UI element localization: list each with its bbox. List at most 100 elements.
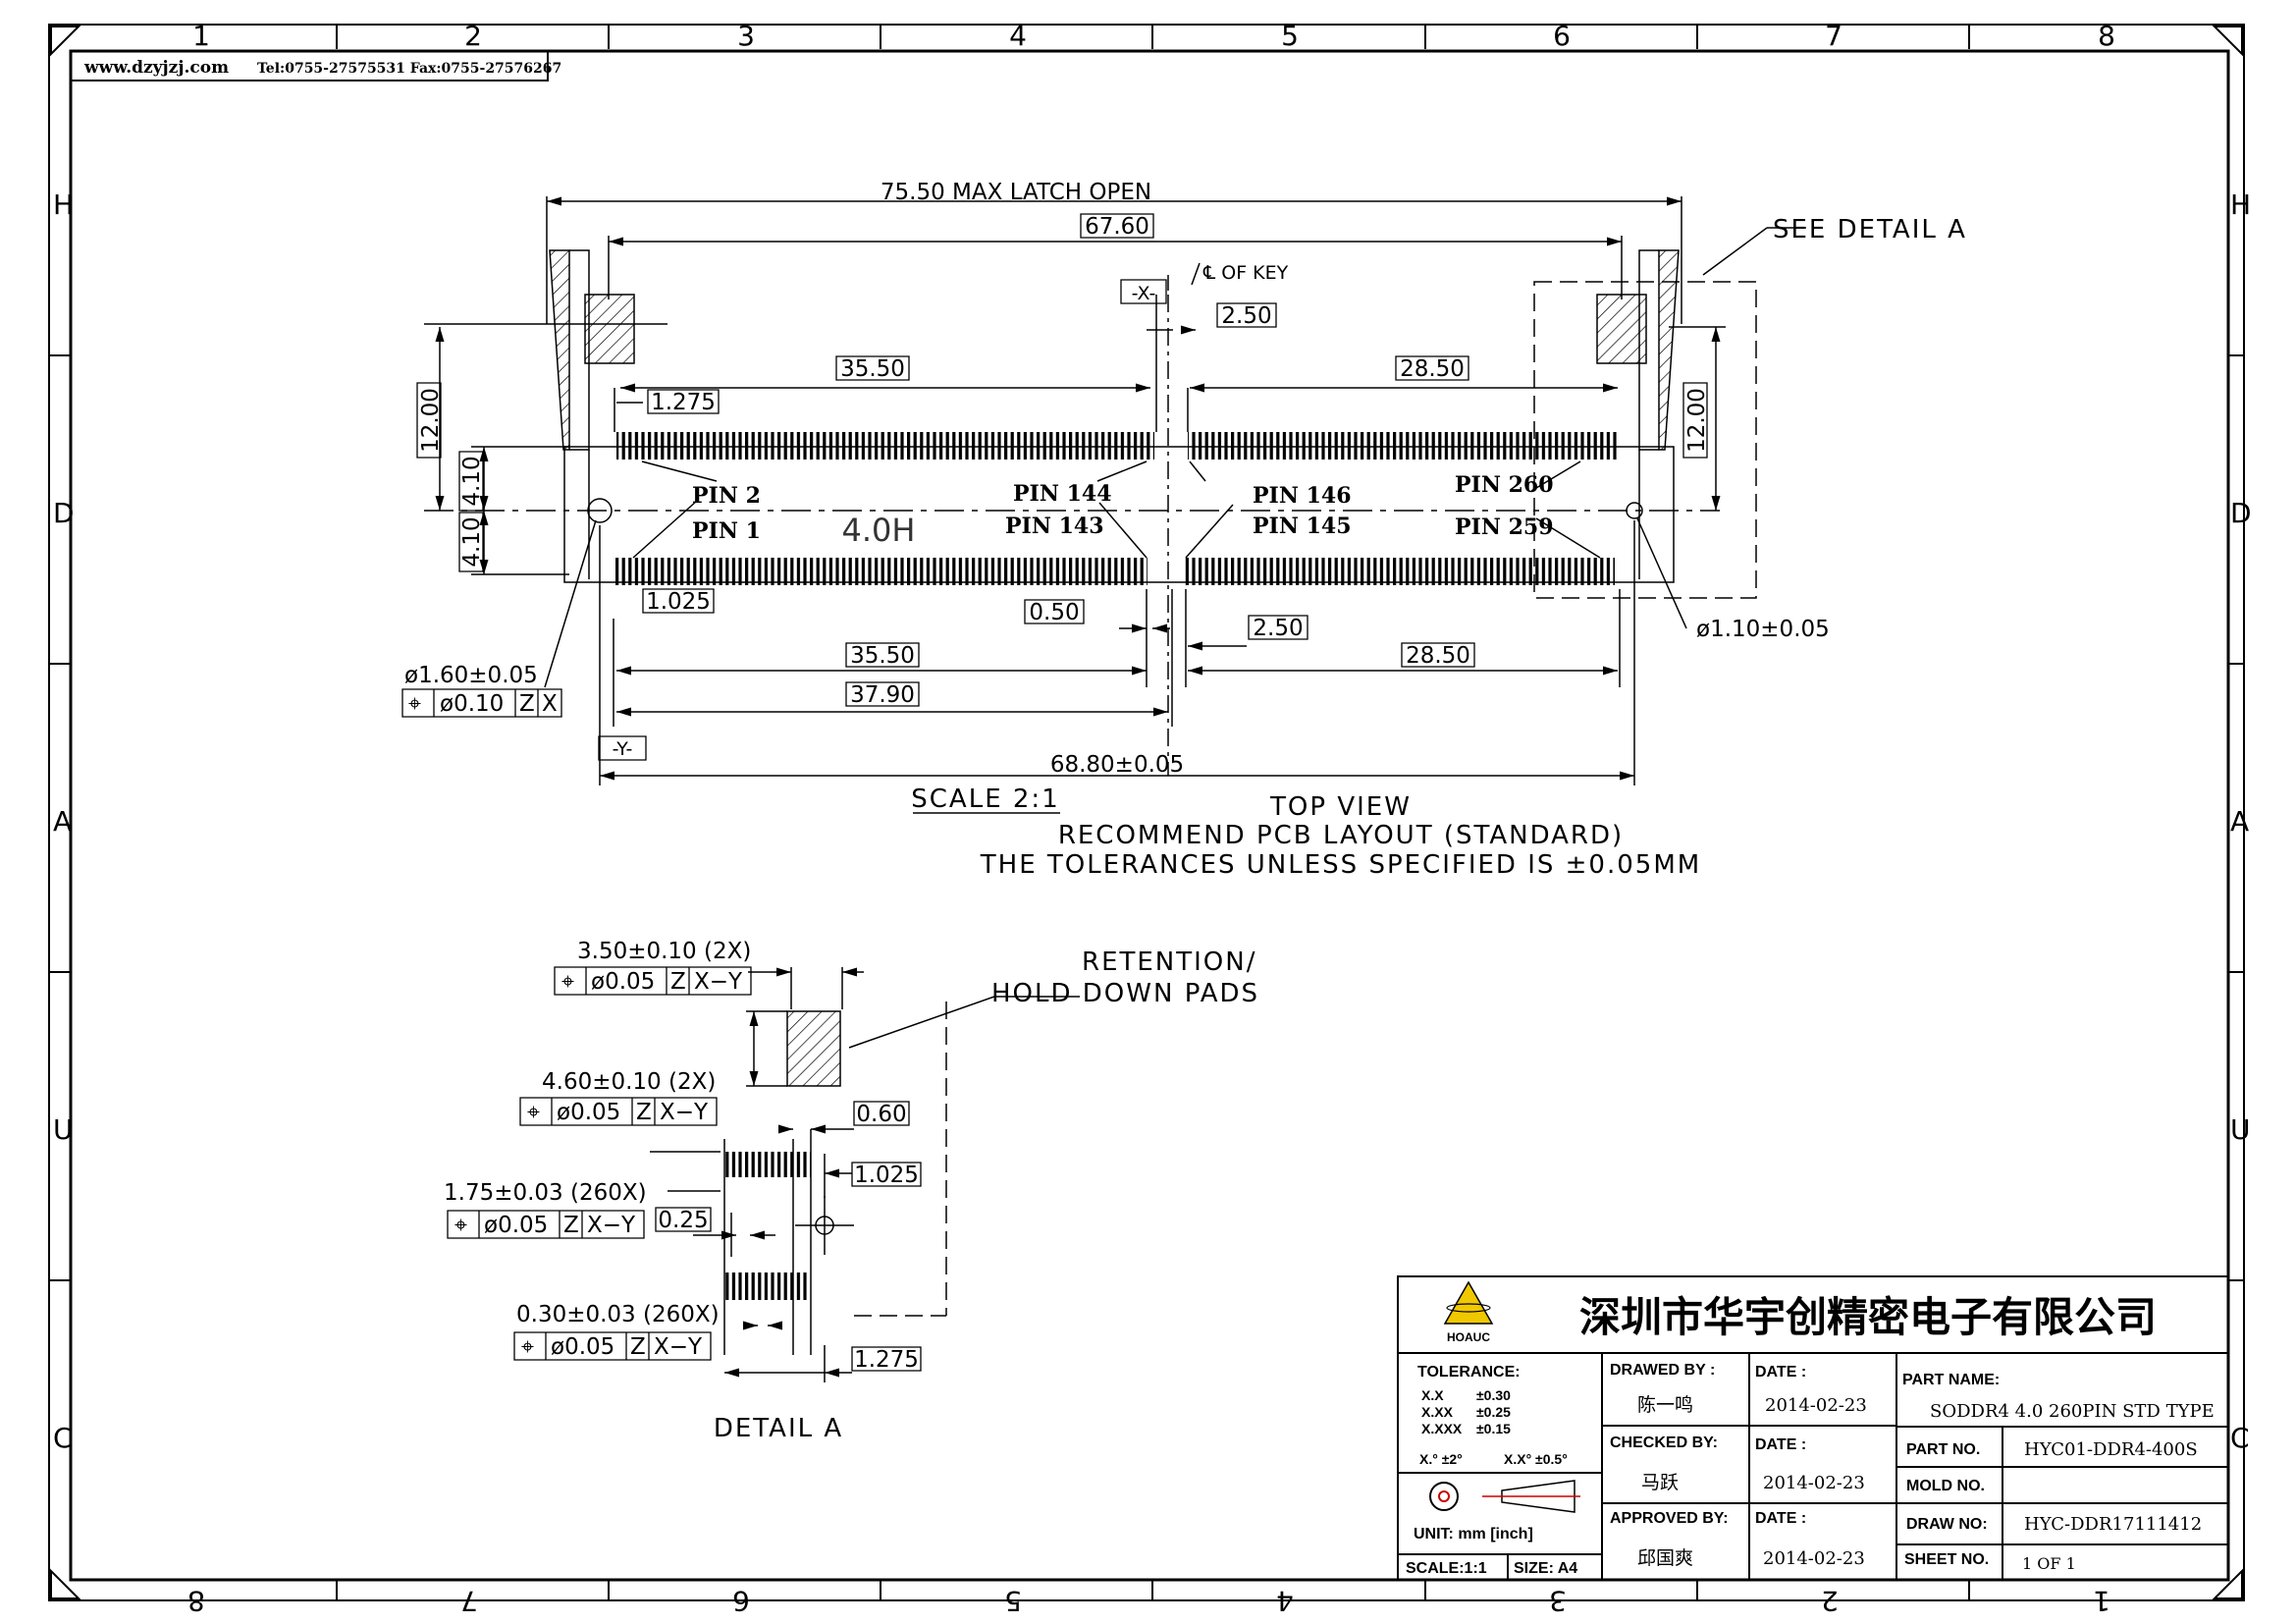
height-label: 4.0H xyxy=(842,512,916,549)
see-detail-a: SEE DETAIL A xyxy=(1773,215,1967,244)
zone-labels-rows: H D A U C H D A U C xyxy=(53,189,2252,1454)
detail-dim-0-60: 0.60 xyxy=(856,1102,906,1127)
header-strip: www.dzyjzj.com Tel:0755-27575531 Fax:075… xyxy=(71,51,561,81)
zone-row-left: H xyxy=(53,189,74,221)
tol-angle-2: X.X° ±0.5° xyxy=(1504,1451,1568,1467)
tol-xx-val: ±0.25 xyxy=(1476,1404,1511,1420)
part-name-label: PART NAME: xyxy=(1902,1372,2000,1388)
detail-a-labels: 3.50±0.10 (2X) ⌖ ø0.05 Z X−Y RETENTION/ … xyxy=(444,939,1257,1443)
detail-dim-0-30: 0.30±0.03 (260X) xyxy=(516,1302,720,1327)
checked-by-name: 马跃 xyxy=(1641,1472,1679,1493)
detail-dim-1-025: 1.025 xyxy=(854,1163,919,1188)
zone-col-bottom: 2 xyxy=(1821,1585,1839,1617)
scale-label-tb: SCALE:1:1 xyxy=(1406,1560,1487,1577)
zone-col-bottom: 1 xyxy=(2093,1585,2110,1617)
fcf-datum: X−Y xyxy=(587,1213,636,1238)
size-label: SIZE: A4 xyxy=(1514,1560,1577,1577)
caption-top-view: TOP VIEW xyxy=(1269,792,1412,822)
cl-of-key: ℄ OF KEY xyxy=(1202,262,1289,284)
dim-overall: 67.60 xyxy=(1085,214,1149,240)
caption-tolerances: THE TOLERANCES UNLESS SPECIFIED IS ±0.05… xyxy=(980,850,1701,880)
pin-1-label: PIN 1 xyxy=(692,518,761,544)
dim-2-50-bottom: 2.50 xyxy=(1253,616,1303,641)
drawn-by-label: DRAWED BY : xyxy=(1610,1362,1715,1379)
dim-4-10-a: 4.10 xyxy=(459,456,485,506)
hole-left-label: ø1.60±0.05 xyxy=(404,663,538,688)
detail-a-caption: DETAIL A xyxy=(714,1414,843,1443)
sheet-no-label: SHEET NO. xyxy=(1904,1551,1989,1568)
date-value: 2014-02-23 xyxy=(1765,1395,1867,1416)
dim-35-50-top: 35.50 xyxy=(840,356,905,382)
drawing-frame xyxy=(49,25,2244,1600)
fcf-datum: X−Y xyxy=(654,1334,703,1360)
zone-row-right: U xyxy=(2230,1113,2251,1146)
zone-row-right: C xyxy=(2230,1422,2250,1454)
tol-x-val: ±0.30 xyxy=(1476,1387,1511,1403)
top-view xyxy=(424,196,1806,785)
top-view-dim-boxes xyxy=(402,214,1707,760)
dim-1-275: 1.275 xyxy=(651,390,716,415)
projection-symbol xyxy=(1430,1483,1458,1510)
date-value: 2014-02-23 xyxy=(1763,1548,1865,1569)
header-contact: Tel:0755-27575531 Fax:0755-27576267 xyxy=(257,61,561,77)
retention-label-1: RETENTION/ xyxy=(1082,947,1256,977)
dim-28-50-top: 28.50 xyxy=(1400,356,1465,382)
datum-y: -Y- xyxy=(613,738,633,760)
dim-12-left: 12.00 xyxy=(418,388,444,453)
logo-text: HOAUC xyxy=(1447,1330,1490,1344)
detail-dim-4-60: 4.60±0.10 (2X) xyxy=(542,1069,716,1095)
zone-col-top: 6 xyxy=(1553,20,1571,52)
company-name: 深圳市华宇创精密电子有限公司 xyxy=(1579,1293,2157,1341)
fcf-symbol: ⌖ xyxy=(408,691,421,717)
part-no-value: HYC01-DDR4-400S xyxy=(2024,1439,2198,1460)
dim-12-right: 12.00 xyxy=(1684,388,1710,453)
dim-37-90: 37.90 xyxy=(850,682,915,708)
fcf-tolerance: ø0.05 xyxy=(557,1100,620,1125)
pin-145-label: PIN 145 xyxy=(1253,514,1352,539)
fcf-datum: Z xyxy=(636,1100,652,1125)
frame-ticks xyxy=(49,25,2244,1600)
tolerance-block: TOLERANCE: X.X ±0.30 X.XX ±0.25 X.XXX ±0… xyxy=(1406,1364,1580,1577)
part-info: PART NAME: SODDR4 4.0 260PIN STD TYPE PA… xyxy=(1902,1372,2215,1573)
hole-right-label: ø1.10±0.05 xyxy=(1696,617,1830,642)
checked-by-label: CHECKED BY: xyxy=(1610,1435,1718,1451)
header-website: www.dzyjzj.com xyxy=(83,58,229,78)
dim-68-80: 68.80±0.05 xyxy=(1050,752,1184,778)
fcf-symbol: ⌖ xyxy=(454,1213,467,1238)
zone-col-bottom: 4 xyxy=(1276,1585,1294,1617)
zone-col-bottom: 6 xyxy=(732,1585,750,1617)
datum-x: -X- xyxy=(1132,283,1156,304)
fcf-tolerance: ø0.10 xyxy=(440,691,504,717)
sheet-no-value: 1 OF 1 xyxy=(2022,1554,2076,1573)
date-value: 2014-02-23 xyxy=(1763,1473,1865,1493)
tol-xx: X.XX xyxy=(1421,1404,1454,1420)
title-block xyxy=(1398,1276,2228,1580)
dim-35-50-bottom: 35.50 xyxy=(850,643,915,669)
fcf-tolerance: ø0.05 xyxy=(591,969,655,995)
zone-col-top: 4 xyxy=(1009,20,1027,52)
part-no-label: PART NO. xyxy=(1906,1441,1980,1458)
detail-dim-0-25: 0.25 xyxy=(658,1208,708,1233)
zone-row-right: D xyxy=(2230,497,2252,529)
dim-1-025: 1.025 xyxy=(646,589,711,615)
zone-col-bottom: 3 xyxy=(1549,1585,1567,1617)
caption-pcb-layout: RECOMMEND PCB LAYOUT (STANDARD) xyxy=(1058,821,1624,850)
fcf-datum: X−Y xyxy=(694,969,743,995)
detail-a-boxes xyxy=(448,967,921,1371)
fcf-symbol: ⌖ xyxy=(527,1100,540,1125)
zone-col-top: 3 xyxy=(737,20,755,52)
dim-latch-open: 75.50 MAX LATCH OPEN xyxy=(881,180,1151,205)
zone-labels-bottom: 8 7 6 5 4 3 2 1 xyxy=(187,1585,2110,1617)
zone-labels-top: 1 2 3 4 5 6 7 8 xyxy=(192,20,2115,52)
fcf-tolerance: ø0.05 xyxy=(551,1334,614,1360)
detail-dim-3-50: 3.50±0.10 (2X) xyxy=(577,939,751,964)
date-label: DATE : xyxy=(1755,1510,1806,1527)
fcf-datum: Z xyxy=(670,969,686,995)
zone-row-left: A xyxy=(53,805,72,838)
detail-a xyxy=(650,967,1080,1382)
tol-angle-1: X.° ±2° xyxy=(1419,1451,1463,1467)
fcf-symbol: ⌖ xyxy=(561,969,574,995)
top-view-labels: 75.50 MAX LATCH OPEN 67.60 35.50 28.50 2… xyxy=(404,180,1967,880)
pin-146-label: PIN 146 xyxy=(1253,483,1352,509)
